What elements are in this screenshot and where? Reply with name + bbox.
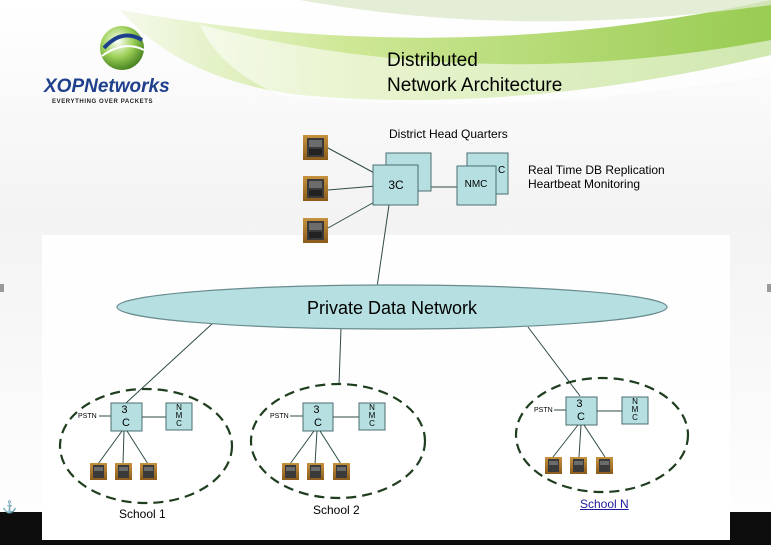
network-to-school-links xyxy=(125,322,581,404)
logo-tagline: EVERYTHING OVER PACKETS xyxy=(52,99,153,105)
hq-nmc-back-label: C xyxy=(498,165,505,176)
heartbeat-label: Heartbeat Monitoring xyxy=(528,177,641,191)
bottom-bar xyxy=(730,512,771,545)
slide-title-line-1: Distributed xyxy=(387,50,478,71)
school-2-label: School 2 xyxy=(313,503,360,517)
phone-icon xyxy=(307,463,324,480)
svg-text:NMC: NMC xyxy=(632,397,639,422)
slide-title-line-2: Network Architecture xyxy=(387,75,563,96)
school-1-server-letter: C xyxy=(122,417,130,429)
phone-icon xyxy=(90,463,107,480)
replication-label: Real Time DB Replication xyxy=(528,163,665,177)
school-2-server xyxy=(302,402,334,432)
bottom-bar xyxy=(0,512,42,545)
header-swoosh xyxy=(120,0,771,104)
hq-phones xyxy=(303,135,328,243)
school-2-server-letter: C xyxy=(314,417,322,429)
hq-server-3c: 3C xyxy=(372,152,432,206)
anchor-icon[interactable]: ⚓ xyxy=(2,500,17,514)
svg-text:3 C: 3 C xyxy=(313,404,322,429)
school-1-pstn: PSTN xyxy=(78,413,97,420)
school-n-pstn: PSTN xyxy=(534,407,553,414)
svg-text:3 C: 3 C xyxy=(576,398,585,423)
network-label: Private Data Network xyxy=(307,298,478,318)
hq-nmc-label: NMC xyxy=(465,179,488,190)
phone-icon xyxy=(596,457,613,474)
phone-icon xyxy=(303,176,328,201)
phone-icon xyxy=(570,457,587,474)
svg-text:NMC: NMC xyxy=(176,403,183,428)
school-2-server-digit: 3 xyxy=(313,404,319,416)
school-n-server-digit: 3 xyxy=(576,398,582,410)
logo-wordmark: XOPNetworks xyxy=(43,76,170,97)
headquarters-label: District Head Quarters xyxy=(389,127,508,141)
phone-icon xyxy=(333,463,350,480)
svg-text:NMC: NMC xyxy=(369,403,376,428)
left-edge-handle xyxy=(0,284,4,292)
hq-connections xyxy=(327,147,458,295)
school-n-label[interactable]: School N xyxy=(580,497,629,511)
school-1-label: School 1 xyxy=(119,507,166,521)
bottom-bar-strip xyxy=(0,540,771,545)
school-1-server xyxy=(110,402,143,432)
hq-nmc: C NMC xyxy=(456,152,509,206)
school-n-server-letter: C xyxy=(577,411,585,423)
hq-server-label: 3C xyxy=(388,178,404,192)
phone-icon xyxy=(140,463,157,480)
phone-icon xyxy=(303,218,328,243)
content-panel xyxy=(42,235,730,540)
phone-icon xyxy=(115,463,132,480)
phone-icon xyxy=(282,463,299,480)
phone-icon xyxy=(303,135,328,160)
school-2-pstn: PSTN xyxy=(270,413,289,420)
private-data-network: Private Data Network xyxy=(116,284,668,330)
right-edge-handle xyxy=(767,284,771,292)
school-2-nmc xyxy=(358,402,386,431)
school-n-nmc xyxy=(621,396,649,425)
phone-icon xyxy=(545,457,562,474)
svg-text:3 C: 3 C xyxy=(121,404,130,429)
school-1-nmc xyxy=(165,402,193,431)
school-1-server-digit: 3 xyxy=(121,404,127,416)
company-logo: XOPNetworks EVERYTHING OVER PACKETS xyxy=(43,26,170,105)
